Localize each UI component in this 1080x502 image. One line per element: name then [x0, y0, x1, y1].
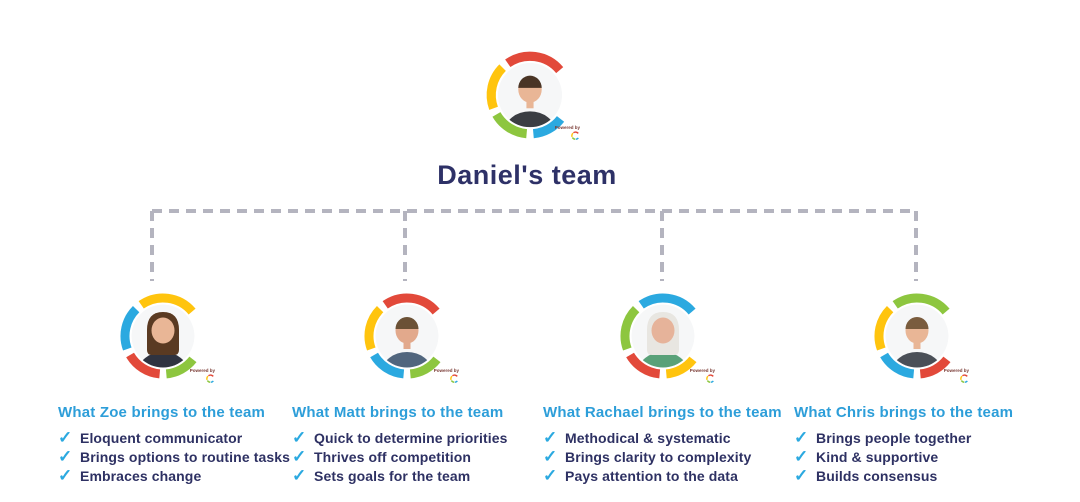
- powered-by-label: Powered by: [189, 367, 215, 373]
- team-title: Daniel's team: [437, 160, 617, 190]
- trait-text: Eloquent communicator: [80, 429, 243, 446]
- member-avatar-box: Powered by: [108, 284, 218, 388]
- trait-item: ✓ Sets goals for the team: [292, 466, 552, 485]
- trait-text: Quick to determine priorities: [314, 429, 508, 446]
- check-icon: ✓: [58, 465, 73, 485]
- powered-by-watermark: Powered by: [554, 124, 580, 141]
- member-avatar: [874, 293, 951, 379]
- check-icon: ✓: [292, 465, 307, 485]
- powered-by-watermark: Powered by: [189, 367, 215, 384]
- trait-item: ✓ Brings people together: [794, 428, 1054, 447]
- trait-item: ✓ Eloquent communicator: [58, 428, 318, 447]
- c-me-logo-icon: [706, 374, 714, 383]
- c-me-logo-icon: [571, 131, 579, 140]
- trait-item: ✓ Brings clarity to complexity: [543, 447, 803, 466]
- powered-by-label: Powered by: [943, 367, 969, 373]
- member-column-zoe: Powered by What Zoe brings to the team ✓…: [58, 282, 318, 485]
- trait-item: ✓ Builds consensus: [794, 466, 1054, 485]
- check-icon: ✓: [543, 465, 558, 485]
- powered-by-watermark: Powered by: [433, 367, 459, 384]
- check-icon: ✓: [58, 427, 73, 447]
- check-icon: ✓: [292, 427, 307, 447]
- trait-text: Thrives off competition: [314, 448, 472, 465]
- check-icon: ✓: [58, 446, 73, 466]
- trait-list: ✓Eloquent communicator ✓Brings options t…: [58, 428, 318, 485]
- trait-text: Kind & supportive: [816, 448, 939, 465]
- trait-text: Embraces change: [80, 467, 202, 484]
- member-heading: What Chris brings to the team: [794, 404, 1014, 421]
- member-avatar-box: Powered by: [608, 284, 718, 388]
- check-icon: ✓: [794, 465, 809, 485]
- member-heading: What Zoe brings to the team: [58, 404, 266, 421]
- check-icon: ✓: [794, 446, 809, 466]
- trait-item: ✓Brings options to routine tasks: [58, 447, 318, 466]
- trait-list: ✓ Quick to determine priorities ✓ Thrives …: [292, 428, 552, 485]
- powered-by-watermark: Powered by: [689, 367, 715, 384]
- member-column-matt: Powered by What Matt brings to the team …: [292, 282, 552, 485]
- trait-text: Brings options to routine tasks: [80, 448, 291, 465]
- member-avatar: [364, 293, 441, 379]
- c-me-logo-icon: [206, 374, 214, 383]
- member-heading: What Matt brings to the team: [292, 404, 504, 421]
- member-column-rachael: Powered by What Rachael brings to the te…: [543, 282, 803, 485]
- trait-item: ✓ Kind & supportive: [794, 447, 1054, 466]
- trait-text: Methodical & systematic: [565, 429, 731, 446]
- member-heading: What Rachael brings to the team: [543, 404, 782, 421]
- trait-text: Pays attention to the data: [565, 467, 738, 484]
- check-icon: ✓: [794, 427, 809, 447]
- trait-list: ✓ Methodical & systematic ✓ Brings clarity…: [543, 428, 803, 485]
- powered-by-label: Powered by: [433, 367, 459, 373]
- member-avatar: [620, 293, 697, 379]
- member-avatar: [120, 293, 197, 379]
- trait-text: Brings people together: [816, 429, 972, 446]
- check-icon: ✓: [292, 446, 307, 466]
- trait-text: Sets goals for the team: [314, 467, 471, 484]
- trait-text: Brings clarity to complexity: [565, 448, 752, 465]
- leader-avatar: [486, 51, 565, 139]
- member-avatar-box: Powered by: [862, 284, 972, 388]
- leader-avatar-box: Powered by: [477, 41, 583, 145]
- powered-by-label: Powered by: [689, 367, 715, 373]
- check-icon: ✓: [543, 427, 558, 447]
- powered-by-label: Powered by: [554, 124, 580, 130]
- check-icon: ✓: [543, 446, 558, 466]
- powered-by-watermark: Powered by: [943, 367, 969, 384]
- trait-item: ✓ Pays attention to the data: [543, 466, 803, 485]
- member-column-chris: Powered by What Chris brings to the team…: [794, 282, 1054, 485]
- trait-item: ✓ Methodical & systematic: [543, 428, 803, 447]
- c-me-logo-icon: [450, 374, 458, 383]
- trait-list: ✓ Brings people together ✓ Kind & supporti…: [794, 428, 1054, 485]
- c-me-logo-icon: [960, 374, 968, 383]
- trait-item: ✓ Embraces change: [58, 466, 318, 485]
- trait-item: ✓ Quick to determine priorities: [292, 428, 552, 447]
- trait-item: ✓ Thrives off competition: [292, 447, 552, 466]
- trait-text: Builds consensus: [816, 467, 938, 484]
- member-avatar-box: Powered by: [352, 284, 462, 388]
